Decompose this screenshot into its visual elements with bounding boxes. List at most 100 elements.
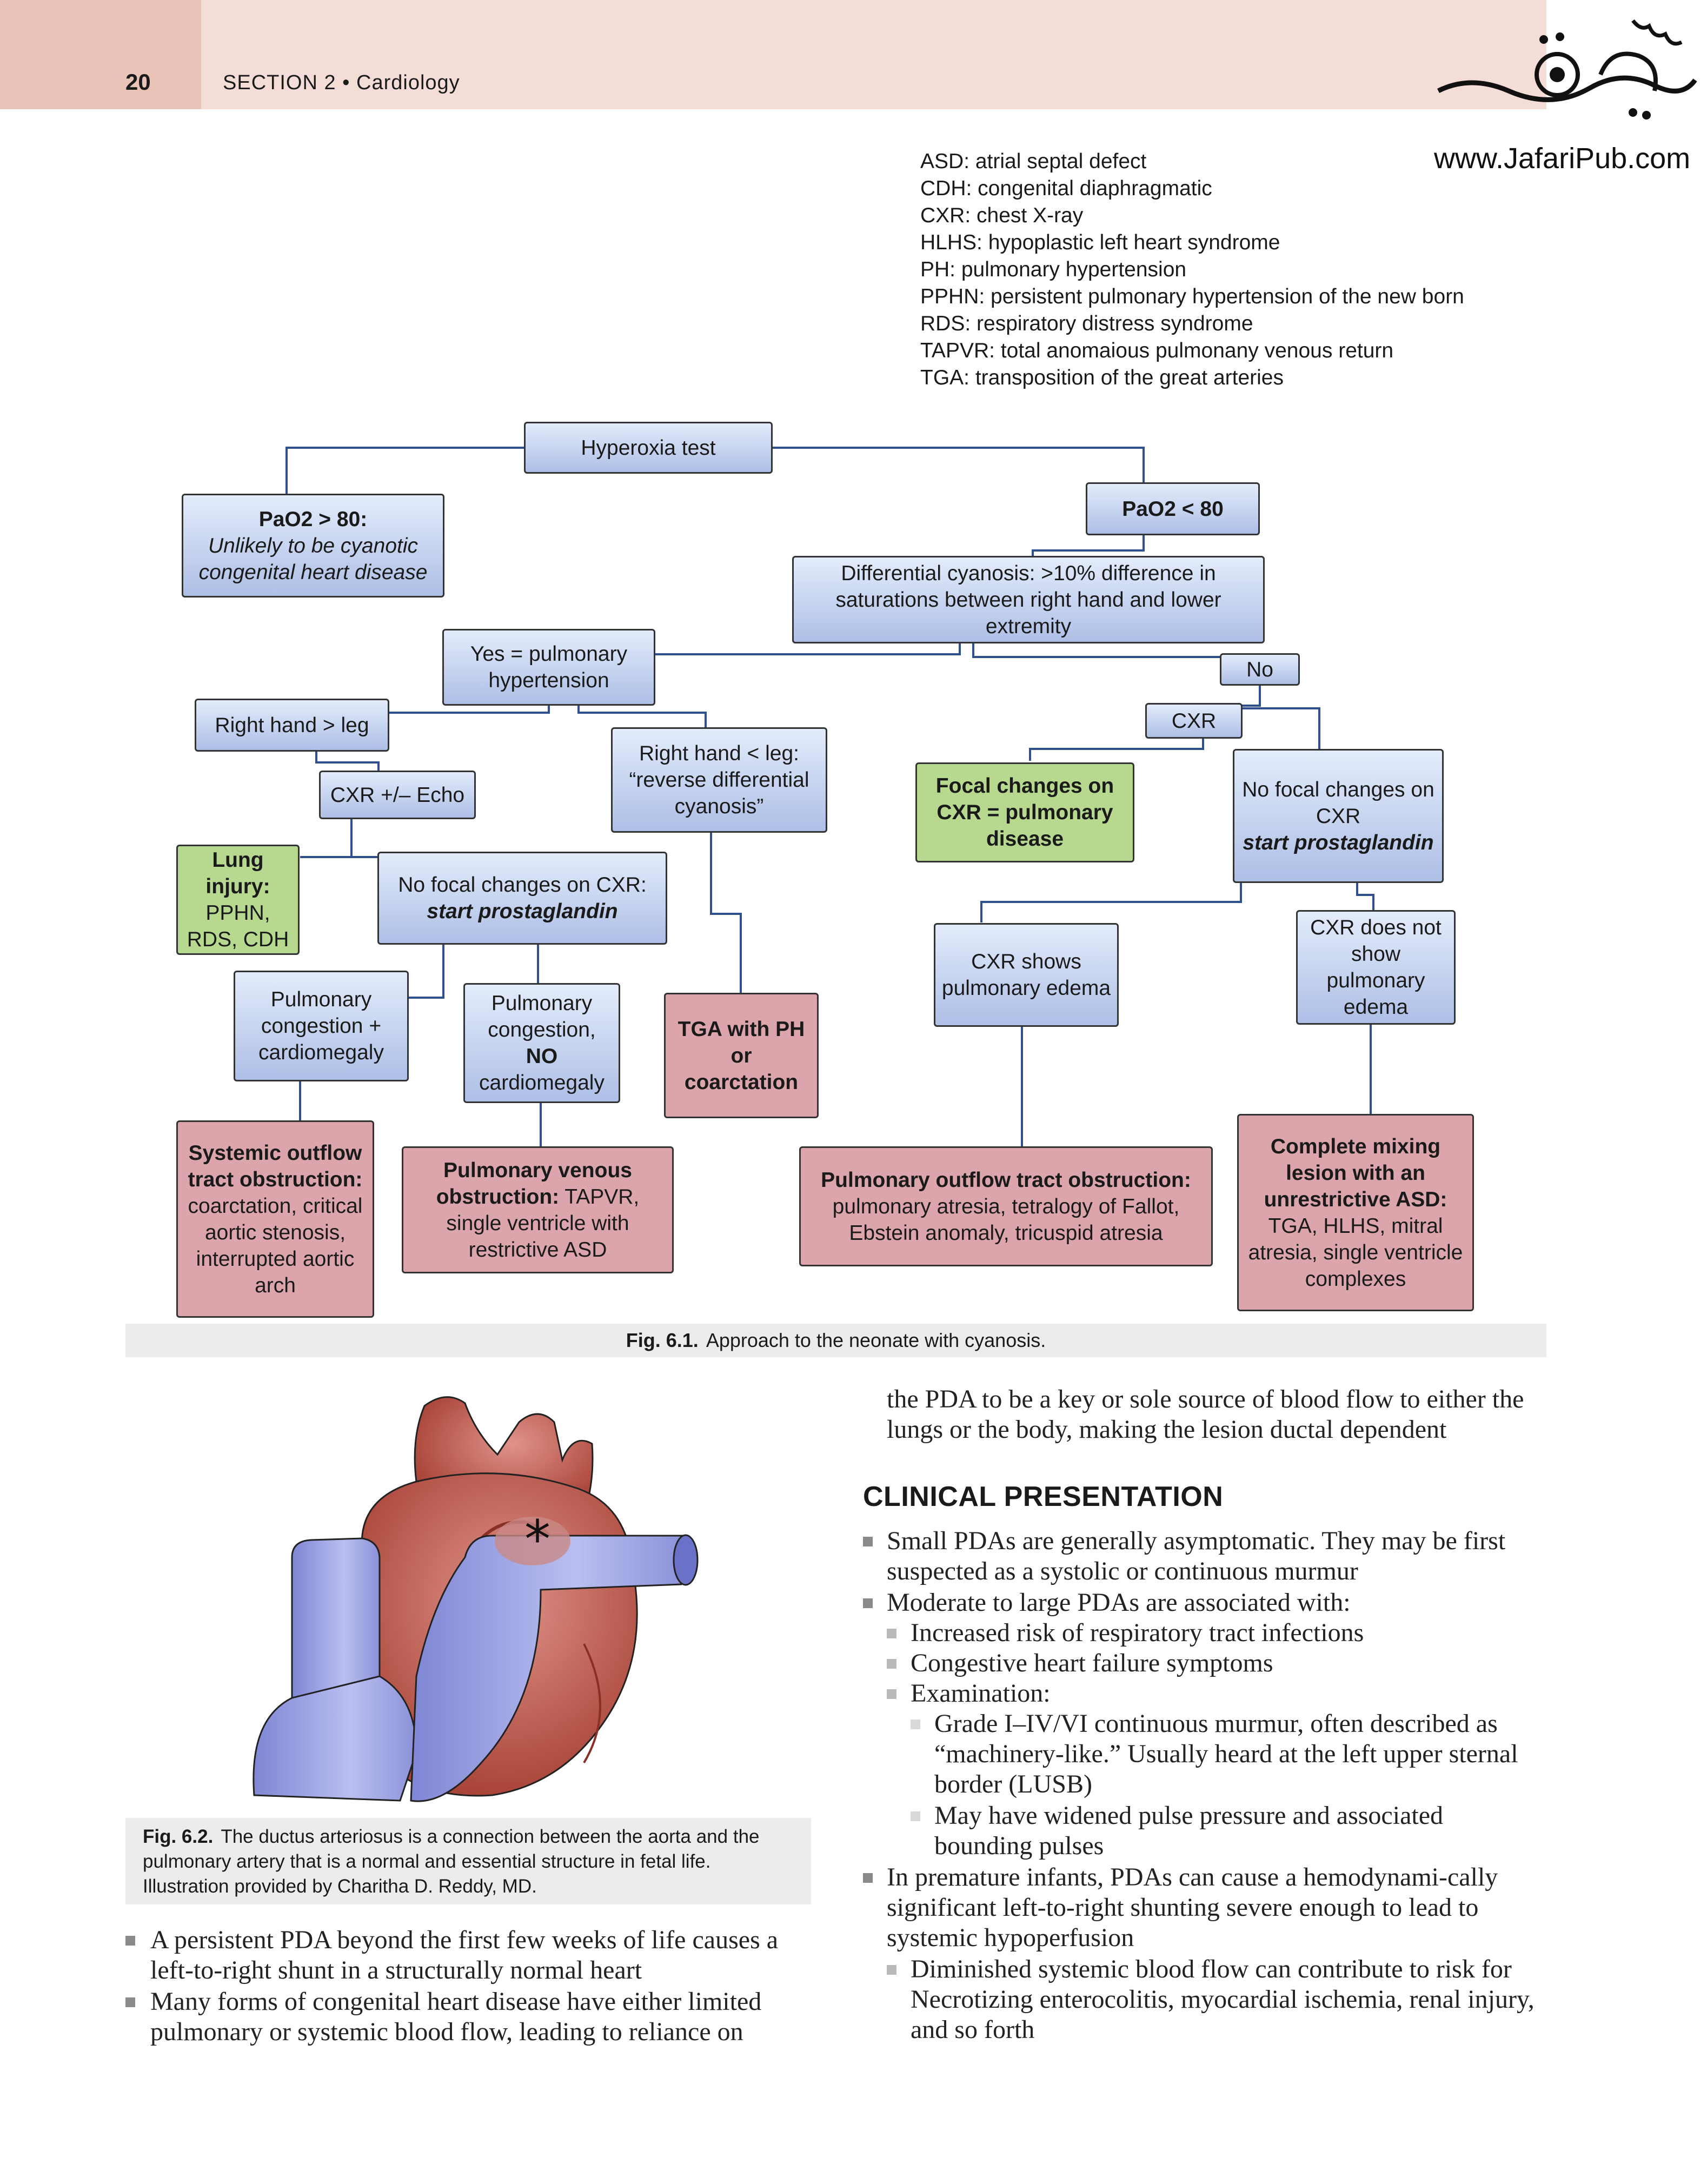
no-focal-changes-left-box: No focal changes on CXR: start prostagla…	[377, 852, 667, 945]
caption-label: Fig. 6.2.	[143, 1826, 214, 1847]
continuation-paragraph: the PDA to be a key or sole source of bl…	[887, 1385, 1524, 1444]
bullet-text: In premature infants, PDAs can cause a h…	[887, 1863, 1498, 1952]
clinical-subbullet-2c: Examination:	[887, 1678, 1546, 1709]
box-label: Yes = pulmonary hypertension	[470, 642, 628, 692]
box-label: Pulmonary congestion + cardiomegaly	[258, 988, 384, 1064]
box-text: cardiomegaly	[479, 1071, 605, 1094]
box-content: Pulmonary venous obstruction: TAPVR, sin…	[409, 1157, 667, 1263]
box-label: Focal changes on CXR = pulmonary disease	[935, 774, 1114, 851]
box-text: PPHN, RDS, CDH	[187, 901, 289, 951]
bullet-marker	[887, 1629, 896, 1638]
section-heading: CLINICAL PRESENTATION	[863, 1481, 1224, 1512]
box-label: Right hand < leg: “reverse differential …	[629, 742, 809, 818]
pulmonary-venous-obstruction-box: Pulmonary venous obstruction: TAPVR, sin…	[402, 1146, 674, 1273]
cxr-box: CXR	[1145, 703, 1243, 739]
box-label: TGA with PH or coarctation	[678, 1017, 805, 1094]
abbreviation-item: TGA: transposition of the great arteries	[920, 366, 1284, 389]
abbreviation-item: CXR: chest X-ray	[920, 204, 1084, 227]
bullet-text: Examination:	[911, 1679, 1051, 1708]
box-label: PaO2 < 80	[1122, 497, 1224, 521]
clinical-subsubbullet-2: May have widened pulse pressure and asso…	[911, 1801, 1546, 1861]
no-box: No	[1220, 653, 1300, 686]
box-label: Right hand > leg	[215, 713, 369, 737]
bullet-marker	[887, 1965, 896, 1975]
pulmonary-congestion-no-cardiomegaly-box: Pulmonary congestion, NO cardiomegaly	[463, 983, 620, 1103]
publisher-logo-icon	[1437, 19, 1697, 120]
bullet-marker	[911, 1720, 920, 1729]
box-title: Pulmonary venous obstruction:	[436, 1158, 632, 1209]
clinical-subsubbullet-1: Grade I–IV/VI continuous murmur, often d…	[911, 1709, 1546, 1800]
bullet-marker	[125, 1936, 135, 1946]
bullet-text: Moderate to large PDAs are associated wi…	[887, 1588, 1351, 1617]
differential-cyanosis-box: Differential cyanosis: >10% difference i…	[792, 556, 1265, 643]
box-label: CXR shows pulmonary edema	[941, 950, 1111, 1000]
bullet-marker	[887, 1689, 896, 1699]
bullet-marker	[125, 1997, 135, 2007]
box-title: Pulmonary outflow tract obstruction:	[821, 1168, 1191, 1192]
pulmonary-outflow-obstruction-box: Pulmonary outflow tract obstruction: pul…	[799, 1146, 1213, 1266]
pulmonary-congestion-cardiomegaly-box: Pulmonary congestion + cardiomegaly	[234, 971, 409, 1081]
left-bullet-1: A persistent PDA beyond the first few we…	[125, 1925, 818, 1986]
bullet-marker	[863, 1873, 873, 1883]
bullet-text: Small PDAs are generally asymptomatic. T…	[887, 1526, 1506, 1585]
pao2-low-box: PaO2 < 80	[1086, 482, 1260, 535]
bullet-text: Diminished systemic blood flow can contr…	[911, 1955, 1535, 2044]
cxr-no-edema-box: CXR does not show pulmonary edema	[1296, 910, 1456, 1025]
tga-box: TGA with PH or coarctation	[664, 993, 819, 1118]
hyperoxia-test-box: Hyperoxia test	[524, 422, 773, 474]
cxr-shows-edema-box: CXR shows pulmonary edema	[934, 923, 1119, 1027]
abbreviation-item: RDS: respiratory distress syndrome	[920, 312, 1253, 335]
left-bullet-2: Many forms of congenital heart disease h…	[125, 1987, 818, 2047]
box-text: No focal changes on CXR	[1242, 778, 1434, 828]
box-emphasis: start prostaglandin	[1243, 831, 1434, 854]
heart-illustration-icon: *	[253, 1396, 699, 1802]
box-title: Systemic outflow tract obstruction:	[188, 1141, 363, 1191]
box-text: pulmonary atresia, tetralogy of Fallot, …	[832, 1194, 1180, 1245]
no-focal-changes-right-box: No focal changes on CXR start prostaglan…	[1233, 749, 1444, 883]
abbreviation-item: CDH: congenital diaphragmatic	[920, 177, 1212, 200]
section-title: SECTION 2 • Cardiology	[223, 71, 460, 94]
bullet-text: Congestive heart failure symptoms	[911, 1649, 1273, 1677]
box-emphasis: NO	[526, 1045, 558, 1068]
abbreviation-item: ASD: atrial septal defect	[920, 150, 1147, 173]
box-label: CXR does not show pulmonary edema	[1310, 916, 1442, 1019]
page-header	[0, 0, 1546, 109]
figure-6-1-caption: Fig. 6.1. Approach to the neonate with c…	[125, 1324, 1546, 1357]
box-text: No focal changes on CXR:	[398, 873, 647, 897]
bullet-marker	[863, 1598, 873, 1608]
bullet-text: May have widened pulse pressure and asso…	[934, 1801, 1444, 1860]
abbreviation-item: TAPVR: total anomaious pulmonany venous …	[920, 339, 1394, 362]
systemic-outflow-box: Systemic outflow tract obstruction: coar…	[176, 1120, 374, 1318]
caption-text: Approach to the neonate with cyanosis.	[706, 1329, 1046, 1351]
bullet-marker	[887, 1659, 896, 1669]
clinical-bullet-1: Small PDAs are generally asymptomatic. T…	[863, 1526, 1546, 1586]
bullet-text: Many forms of congenital heart disease h…	[150, 1987, 762, 2046]
publisher-url[interactable]: www.JafariPub.com	[1434, 142, 1691, 175]
page-number-block: 20	[0, 0, 201, 109]
cxr-echo-box: CXR +/– Echo	[319, 771, 476, 819]
clinical-subbullet-2a: Increased risk of respiratory tract infe…	[887, 1618, 1546, 1648]
box-label: No	[1246, 658, 1273, 681]
box-title: Lung injury:	[205, 848, 270, 898]
box-label: Hyperoxia test	[581, 436, 716, 460]
box-text: Unlikely to be cyanotic congenital heart…	[198, 534, 428, 584]
caption-label: Fig. 6.1.	[626, 1329, 699, 1351]
box-text: coarctation, critical aortic stenosis, i…	[188, 1194, 363, 1297]
abbreviation-item: HLHS: hypoplastic left heart syndrome	[920, 231, 1280, 254]
bullet-text: Increased risk of respiratory tract infe…	[911, 1618, 1364, 1647]
right-hand-lt-leg-box: Right hand < leg: “reverse differential …	[611, 727, 827, 833]
bullet-marker	[911, 1811, 920, 1821]
abbreviation-item: PH: pulmonary hypertension	[920, 258, 1187, 281]
caption-text: The ductus arteriosus is a connection be…	[143, 1826, 760, 1897]
box-emphasis: start prostaglandin	[427, 900, 618, 923]
right-hand-gt-leg-box: Right hand > leg	[195, 699, 389, 752]
box-title: Complete mixing lesion with an unrestric…	[1264, 1134, 1447, 1211]
abbreviation-item: PPHN: persistent pulmonary hypertension …	[920, 285, 1464, 308]
clinical-subbullet-2b: Congestive heart failure symptoms	[887, 1648, 1546, 1678]
box-text: TGA, HLHS, mitral atresia, single ventri…	[1248, 1214, 1463, 1291]
pulmonary-hypertension-box: Yes = pulmonary hypertension	[442, 629, 655, 706]
clinical-subbullet-3a: Diminished systemic blood flow can contr…	[887, 1954, 1546, 2045]
box-label: CXR	[1171, 709, 1217, 733]
page-number: 20	[125, 69, 151, 95]
box-label: Differential cyanosis: >10% difference i…	[835, 561, 1221, 638]
